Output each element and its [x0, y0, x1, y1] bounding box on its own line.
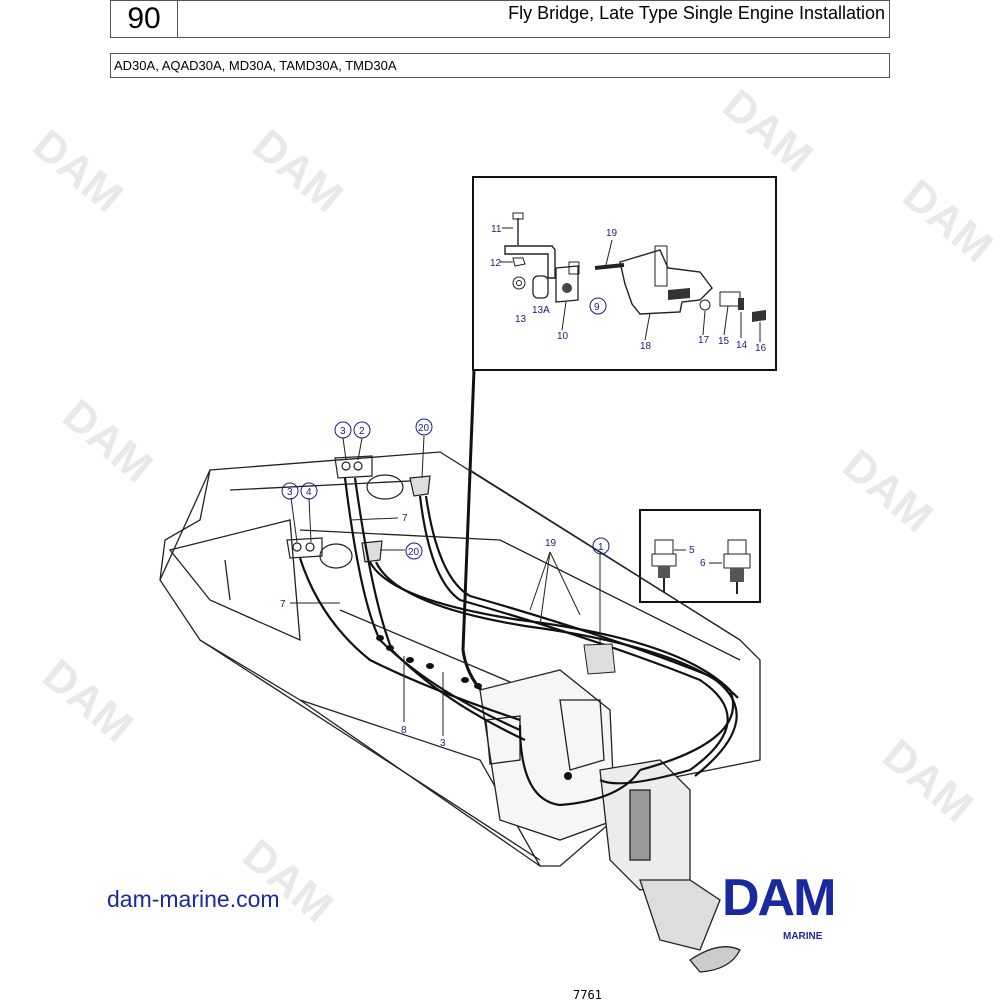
callout-5: 5 [689, 545, 695, 556]
figure-number: 7761 [573, 988, 602, 1002]
callout-14: 14 [736, 340, 748, 351]
callout-2: 2 [359, 426, 365, 437]
callout-15: 15 [718, 336, 730, 347]
callout-20-top: 20 [418, 423, 430, 434]
inset-leader-line [461, 369, 476, 651]
watermark: DAM [54, 390, 162, 492]
website-link[interactable]: dam-marine.com [107, 886, 280, 912]
callout-13: 13 [515, 314, 527, 325]
watermark: DAM [34, 650, 142, 752]
callout-10: 10 [557, 331, 569, 342]
bracket-detail-inset [472, 176, 777, 371]
callout-4: 4 [306, 487, 312, 498]
engine [479, 669, 741, 973]
watermark: DAM [894, 170, 1000, 272]
callout-13a: 13A [532, 305, 550, 316]
callout-12: 12 [490, 258, 502, 269]
callout-6: 6 [700, 558, 706, 569]
callout-18: 18 [640, 341, 652, 352]
callout-circles [281, 418, 610, 560]
page-number: 90 [110, 0, 178, 38]
control-bracket [583, 554, 616, 675]
callout-7-upper: 7 [402, 513, 408, 524]
callout-3-left: 3 [287, 487, 293, 498]
watermark: DAM [834, 440, 942, 542]
dam-logo: DAM [722, 869, 836, 927]
callout-3-bottom: 3 [440, 738, 446, 749]
page-title: Fly Bridge, Late Type Single Engine Inst… [178, 0, 890, 38]
cable-clips [376, 635, 572, 780]
callout-1: 1 [598, 542, 604, 553]
watermark: DAM [234, 830, 342, 932]
dam-logo-subtext: MARINE [783, 931, 823, 942]
callout-20-lower: 20 [408, 547, 420, 558]
callout-11: 11 [491, 224, 502, 235]
callout-3-top: 3 [340, 426, 346, 437]
engine-models: AD30A, AQAD30A, MD30A, TAMD30A, TMD30A [110, 53, 890, 78]
callout-17: 17 [698, 335, 710, 346]
leader-lines [290, 435, 581, 736]
callout-8: 8 [401, 725, 407, 736]
watermark: DAM [714, 80, 822, 182]
watermark: DAM [244, 120, 352, 222]
watermark: DAM [874, 730, 982, 832]
callout-19-main: 19 [545, 538, 557, 549]
watermark: DAM [24, 120, 132, 222]
sender-detail-inset [639, 509, 761, 603]
callout-7-lower: 7 [280, 599, 286, 610]
callout-9: 9 [594, 302, 600, 313]
boat-hull [159, 451, 761, 867]
callout-19-inset: 19 [606, 228, 618, 239]
control-panels [286, 455, 431, 569]
callout-16: 16 [755, 343, 767, 354]
